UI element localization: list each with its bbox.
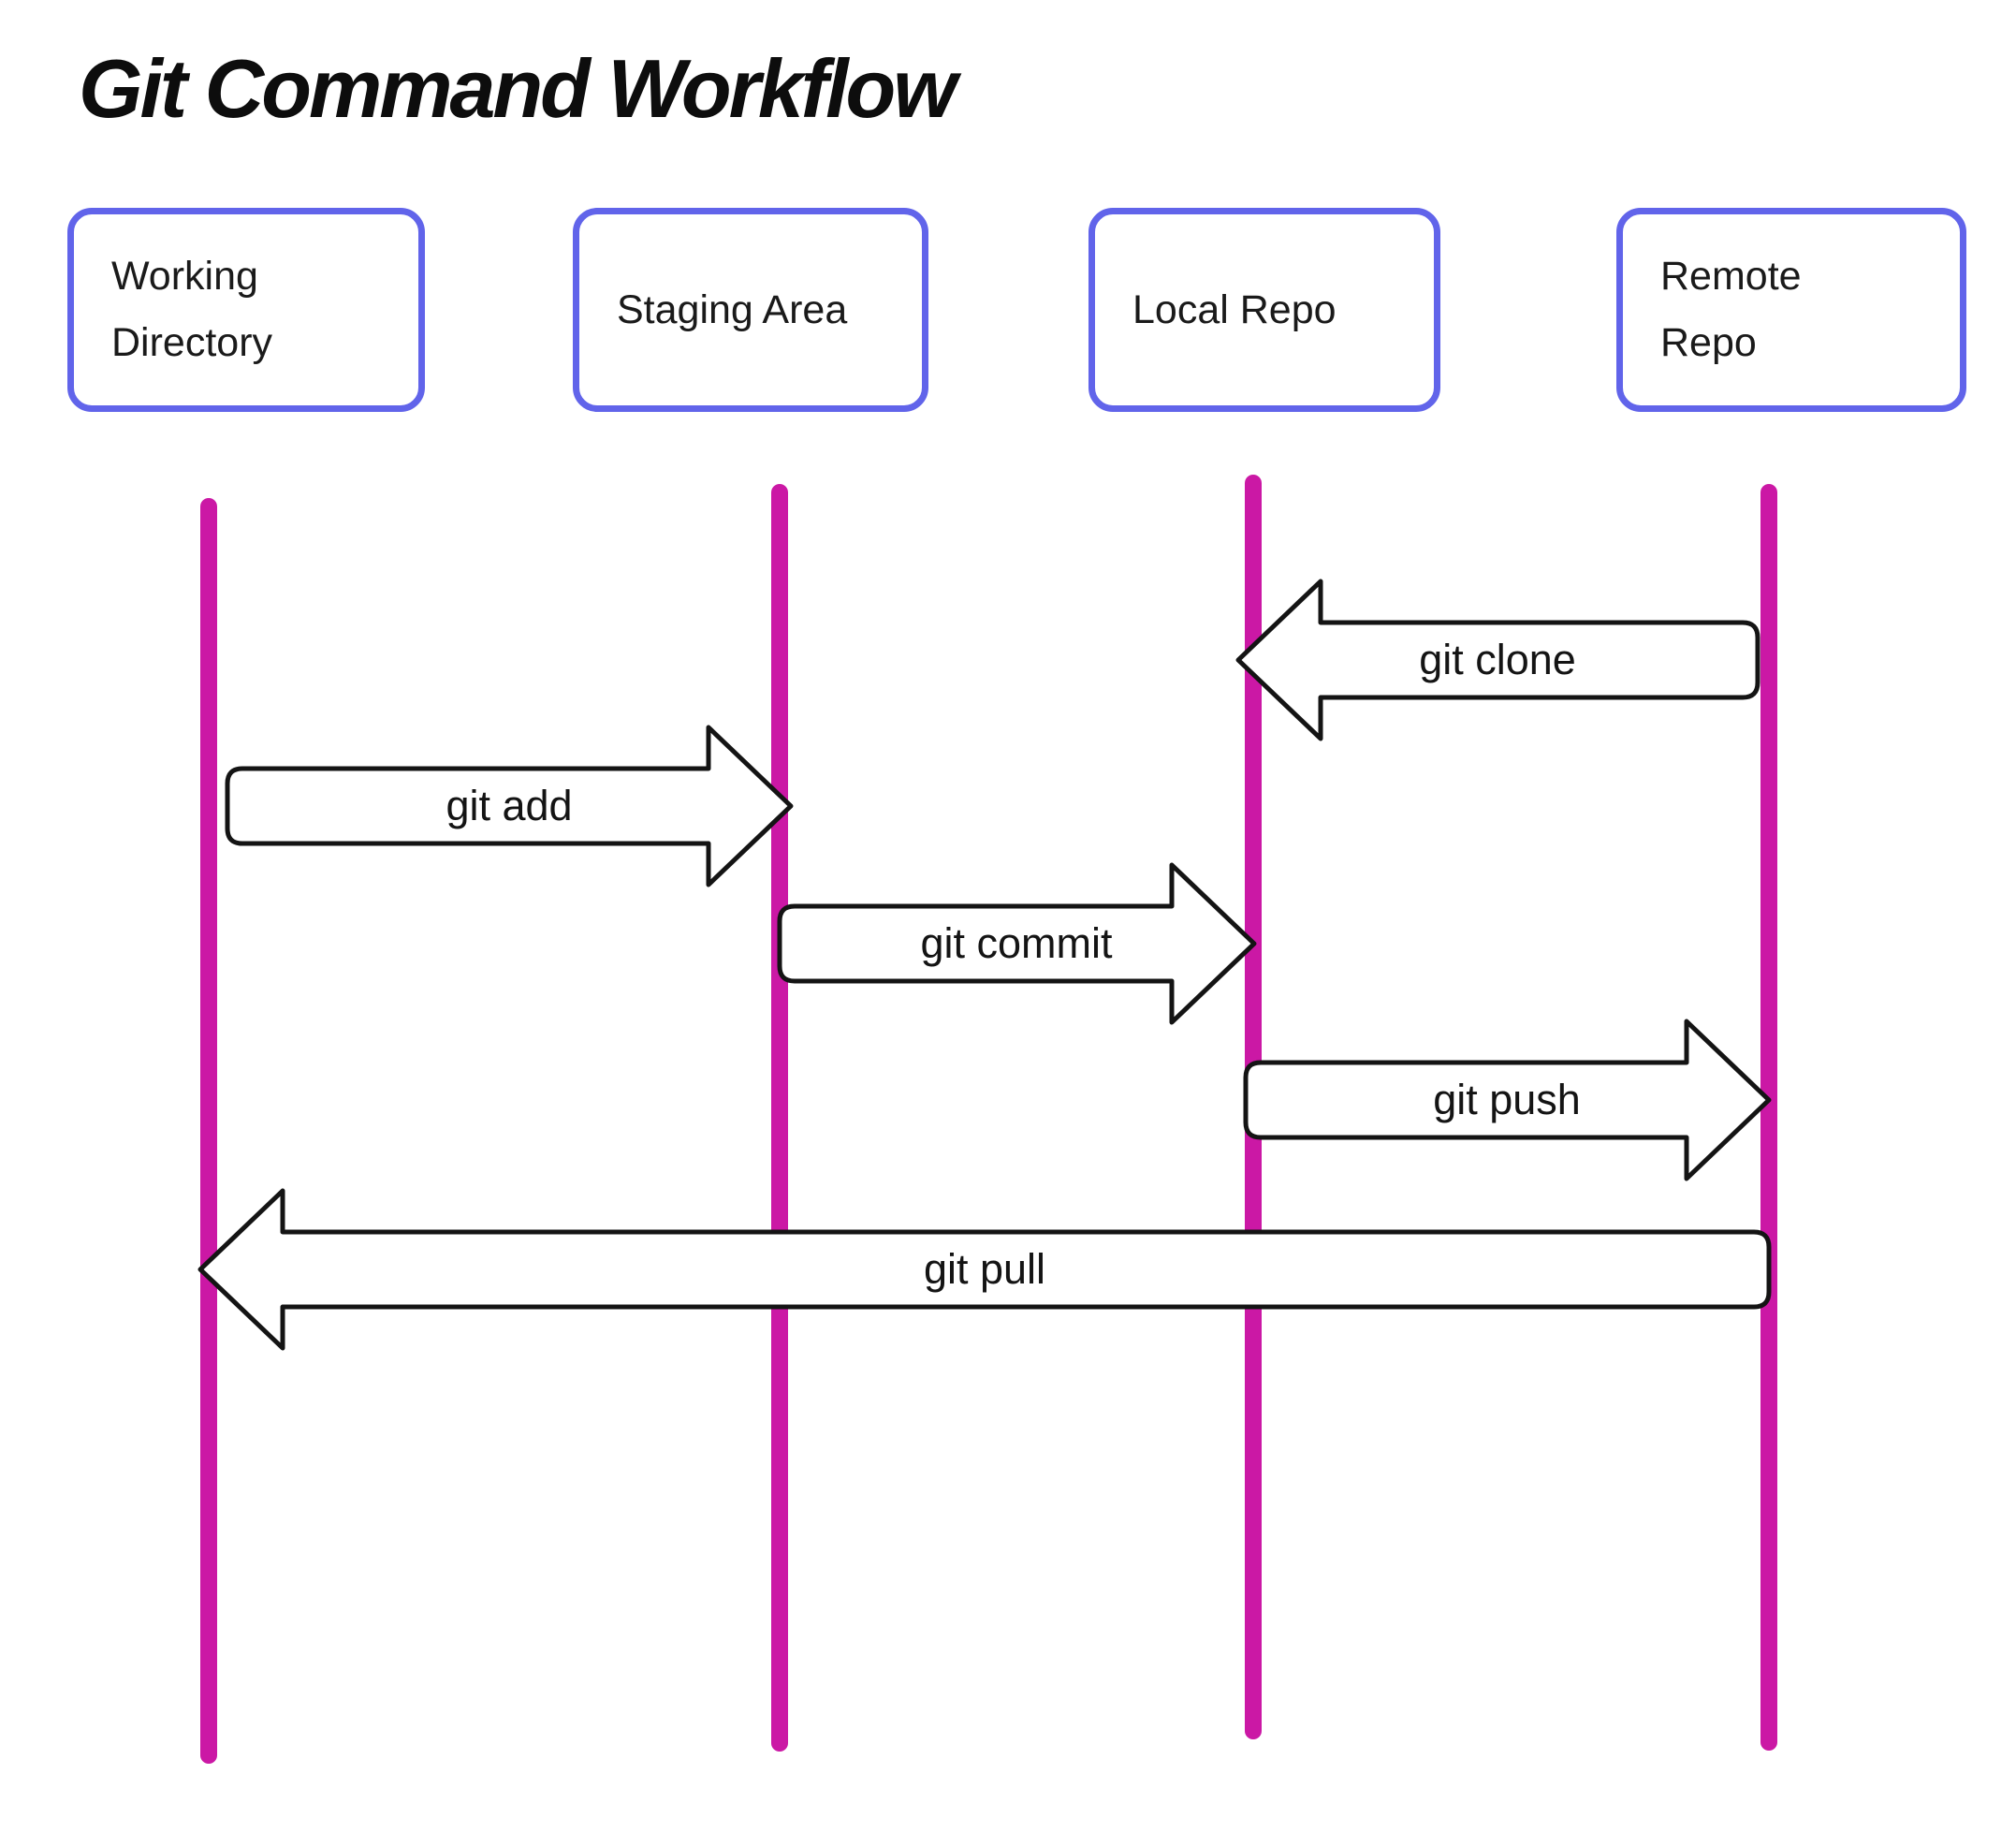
arrow-git-add-shape (225, 725, 794, 887)
message-arrow-git-clone: git clone (1235, 579, 1760, 741)
arrow-git-push-shape (1243, 1019, 1772, 1181)
arrow-git-pull-shape (197, 1188, 1772, 1351)
actor-label-staging-area: Staging Area (617, 286, 848, 332)
message-arrow-git-push: git push (1243, 1019, 1772, 1181)
arrow-git-clone-shape (1235, 579, 1760, 741)
actor-box-local-repo: Local Repo (1088, 208, 1440, 412)
actor-label-local-repo: Local Repo (1132, 286, 1337, 332)
actor-box-working-directory: Working Directory (67, 208, 425, 412)
message-label-git-add: git add (446, 782, 572, 829)
actor-label-working-directory: Working Directory (111, 254, 273, 365)
actor-box-remote-repo: Remote Repo (1616, 208, 1966, 412)
message-arrow-git-commit: git commit (777, 862, 1257, 1025)
message-label-git-push: git push (1433, 1076, 1581, 1123)
actor-box-staging-area: Staging Area (573, 208, 928, 412)
actor-label-remote-repo: Remote Repo (1660, 254, 1802, 365)
arrow-git-commit-shape (777, 862, 1257, 1025)
message-arrow-git-add: git add (225, 725, 794, 887)
message-label-git-pull: git pull (924, 1245, 1045, 1293)
message-arrow-git-pull: git pull (197, 1188, 1772, 1351)
message-label-git-clone: git clone (1419, 636, 1576, 683)
message-label-git-commit: git commit (920, 919, 1113, 967)
page-title: Git Command Workflow (79, 42, 957, 135)
